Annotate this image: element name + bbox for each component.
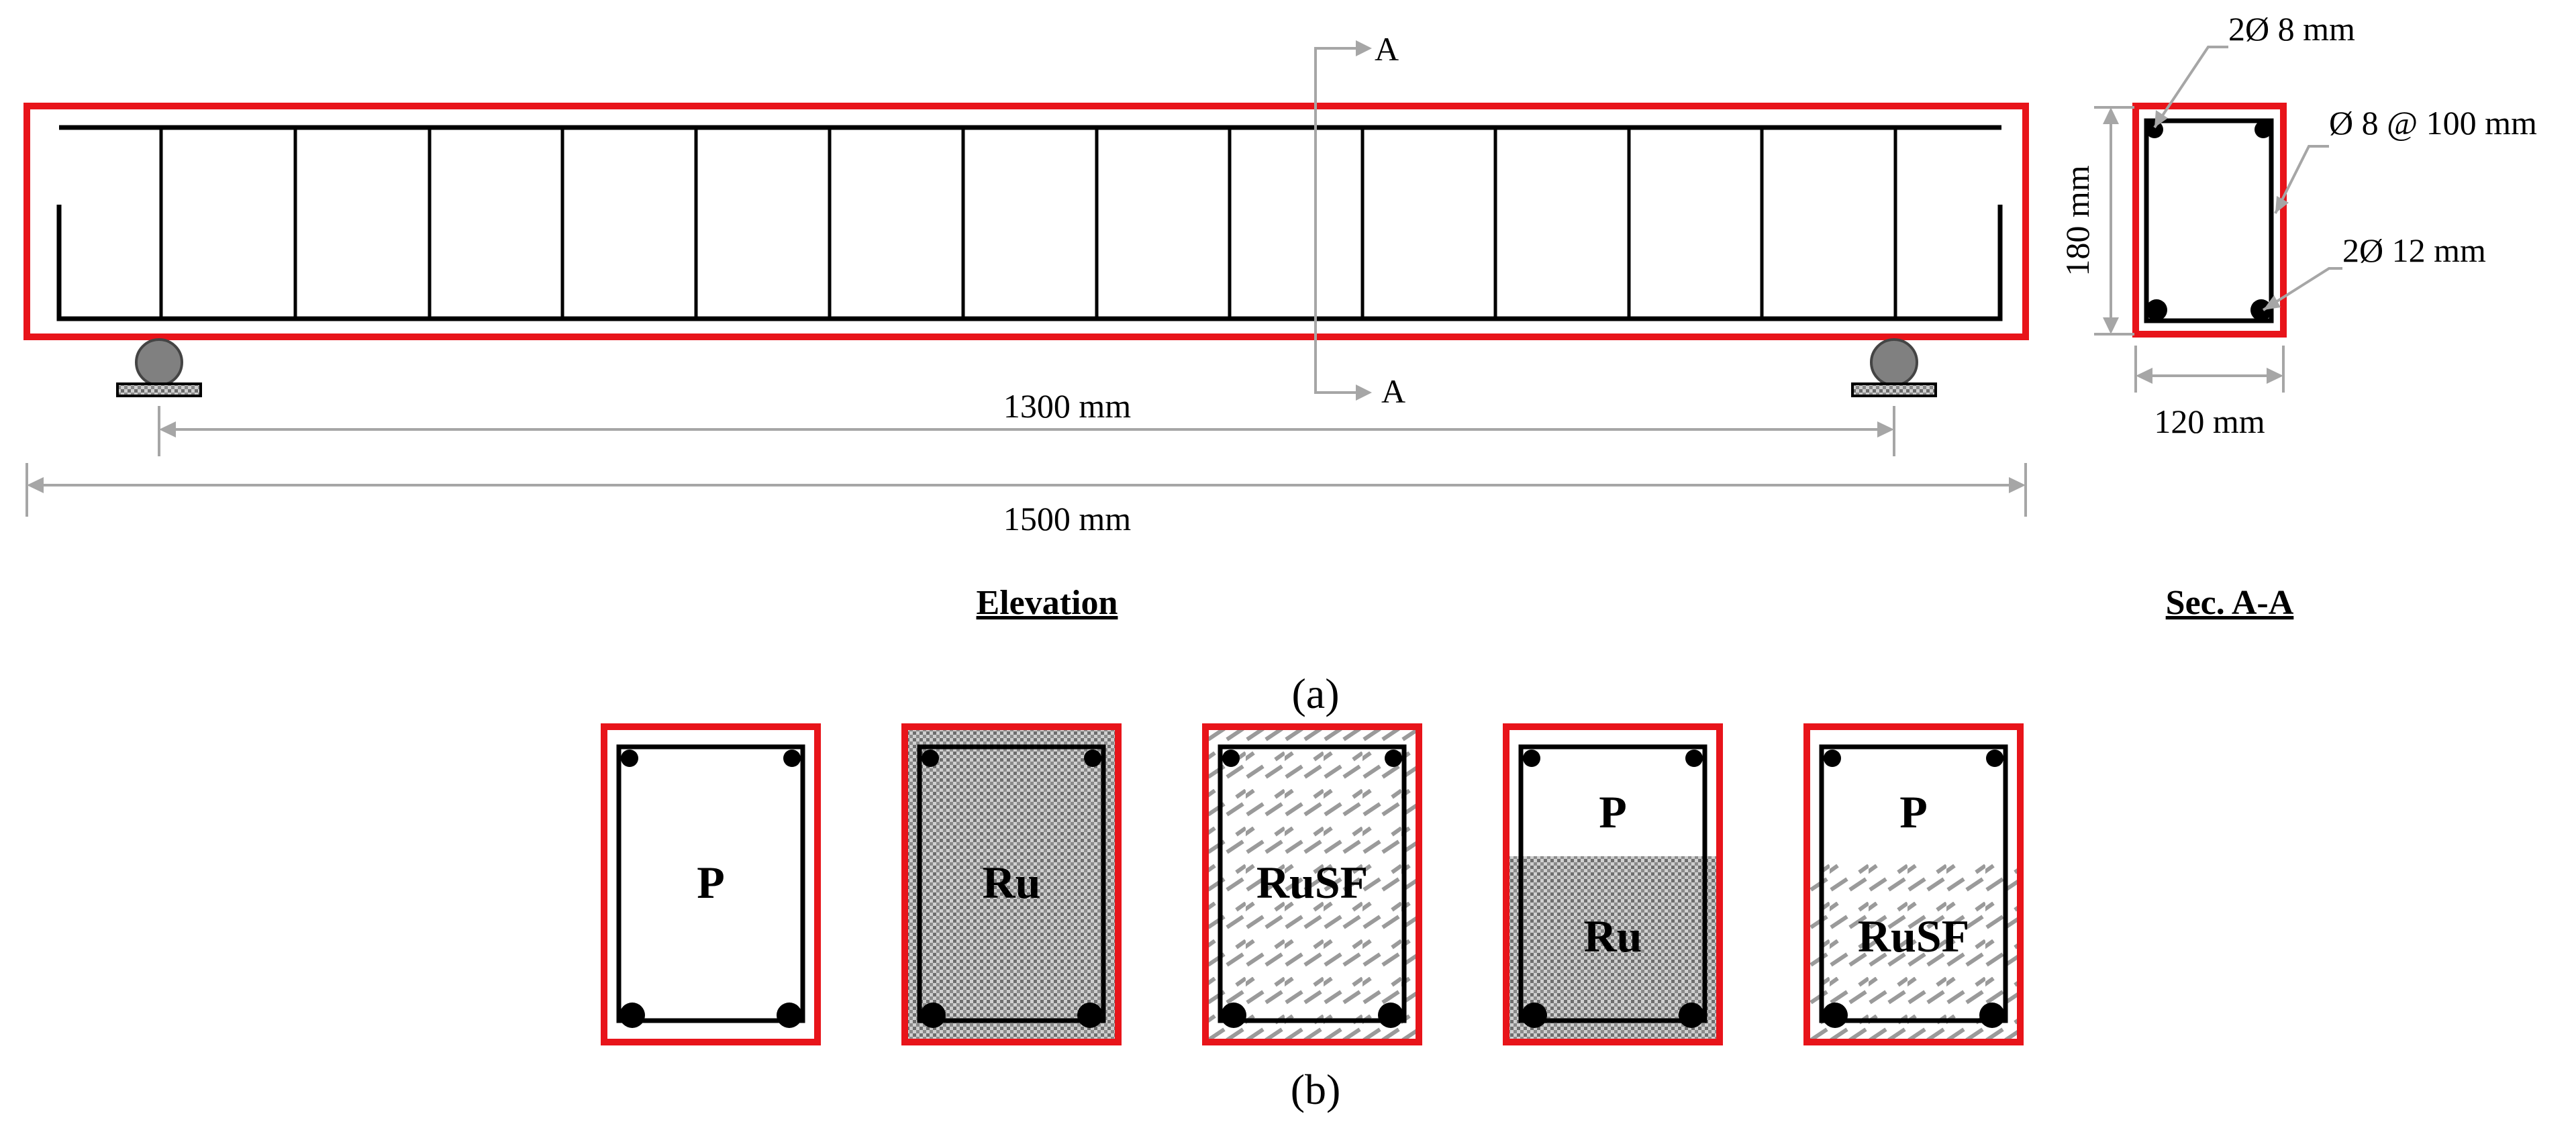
top-left-bar (2146, 121, 2163, 138)
section-variant-bar (1679, 1003, 1704, 1028)
section-variant-bottom-label: Ru (1584, 911, 1642, 962)
section-variant: P Ru (1503, 723, 1723, 1045)
section-variant-bar (1685, 750, 1703, 767)
top-bars-label: 2Ø 8 mm (2228, 10, 2355, 48)
section-variant-top-label: Ru (983, 857, 1041, 908)
section-variant-bar (1979, 1003, 2005, 1028)
cross-section-view: 2Ø 8 mm Ø 8 @ 100 mm 2Ø 12 mm 180 mm 120… (2059, 10, 2537, 622)
section-variant-bar (920, 1003, 946, 1028)
section-outline (2132, 103, 2287, 338)
bottom-left-bar (2146, 299, 2167, 321)
panel-label-b: (b) (1291, 1066, 1341, 1113)
section-variant: P RuSF (1803, 723, 2024, 1045)
stirrups-label: Ø 8 @ 100 mm (2329, 104, 2537, 142)
bottom-bars-label: 2Ø 12 mm (2342, 232, 2486, 269)
elevation-title: Elevation (977, 584, 1118, 622)
section-variant: Ru (901, 723, 1122, 1045)
total-length-label: 1500 mm (1003, 500, 1131, 537)
section-variant-outline (1503, 723, 1723, 1045)
section-variant-bar (1523, 750, 1540, 767)
section-variant-top-label: P (1899, 786, 1928, 837)
section-variant-top-label: P (1599, 786, 1627, 837)
stirrups (159, 127, 1897, 319)
section-variant-top-label: RuSF (1256, 857, 1368, 908)
section-variant-bar (1824, 750, 1841, 767)
depth-label: 180 mm (2059, 165, 2096, 276)
section-variant-bar (922, 750, 939, 767)
span-dimension: 1300 mm (158, 387, 1895, 456)
section-variant-bar (1522, 1003, 1547, 1028)
section-variant-stirrup (917, 744, 1106, 1023)
section-variant-bar (621, 750, 638, 767)
section-variant-bottom-label: RuSF (1858, 911, 1969, 962)
section-variant-stirrup (1218, 744, 1407, 1023)
section-variant-top-label: P (697, 857, 725, 908)
section-variant-outline (601, 723, 821, 1045)
left-support (116, 338, 202, 397)
top-right-bar (2255, 121, 2272, 138)
section-variant: RuSF (1202, 723, 1422, 1045)
section-fill (905, 727, 1118, 1042)
section-variant-bar (1084, 750, 1101, 767)
section-variant-bar (1986, 750, 2003, 767)
section-variant-bar (1221, 1003, 1246, 1028)
elevation-view: A A 1300 mm 1500 mm Elevation (23, 30, 2029, 622)
section-variant-bar (777, 1003, 802, 1028)
section-variant-bar (1385, 750, 1402, 767)
right-support (1851, 338, 1937, 397)
total-length-dimension: 1500 mm (26, 463, 2027, 537)
section-variant: P (601, 723, 821, 1045)
section-label-top: A (1375, 30, 1399, 68)
section-variant-bar (1378, 1003, 1403, 1028)
section-variant-bar (1077, 1003, 1103, 1028)
section-variant-bar (783, 750, 801, 767)
span-label: 1300 mm (1003, 387, 1131, 425)
section-variant-bar (1222, 750, 1240, 767)
section-variant-outline (1803, 723, 2024, 1045)
section-variant-outline (901, 723, 1122, 1045)
section-label-bottom: A (1381, 372, 1405, 410)
section-title: Sec. A-A (2166, 584, 2294, 622)
bottom-reinforcement-bar (56, 205, 2003, 321)
section-variant-outline (1202, 723, 1422, 1045)
section-variant-stirrup (1518, 744, 1707, 1023)
section-variant-stirrup (1819, 744, 2008, 1023)
bottom-right-bar (2250, 299, 2272, 321)
panel-label-a: (a) (1291, 670, 1339, 717)
section-variant-bar (620, 1003, 645, 1028)
section-cut-marker: A A (1314, 30, 1405, 410)
section-variant-bar (1822, 1003, 1848, 1028)
beam-outline (23, 103, 2029, 340)
section-variant-stirrup (616, 744, 805, 1023)
width-label: 120 mm (2154, 403, 2265, 440)
section-fill (1205, 727, 1419, 1042)
section-stirrup (2144, 118, 2274, 323)
